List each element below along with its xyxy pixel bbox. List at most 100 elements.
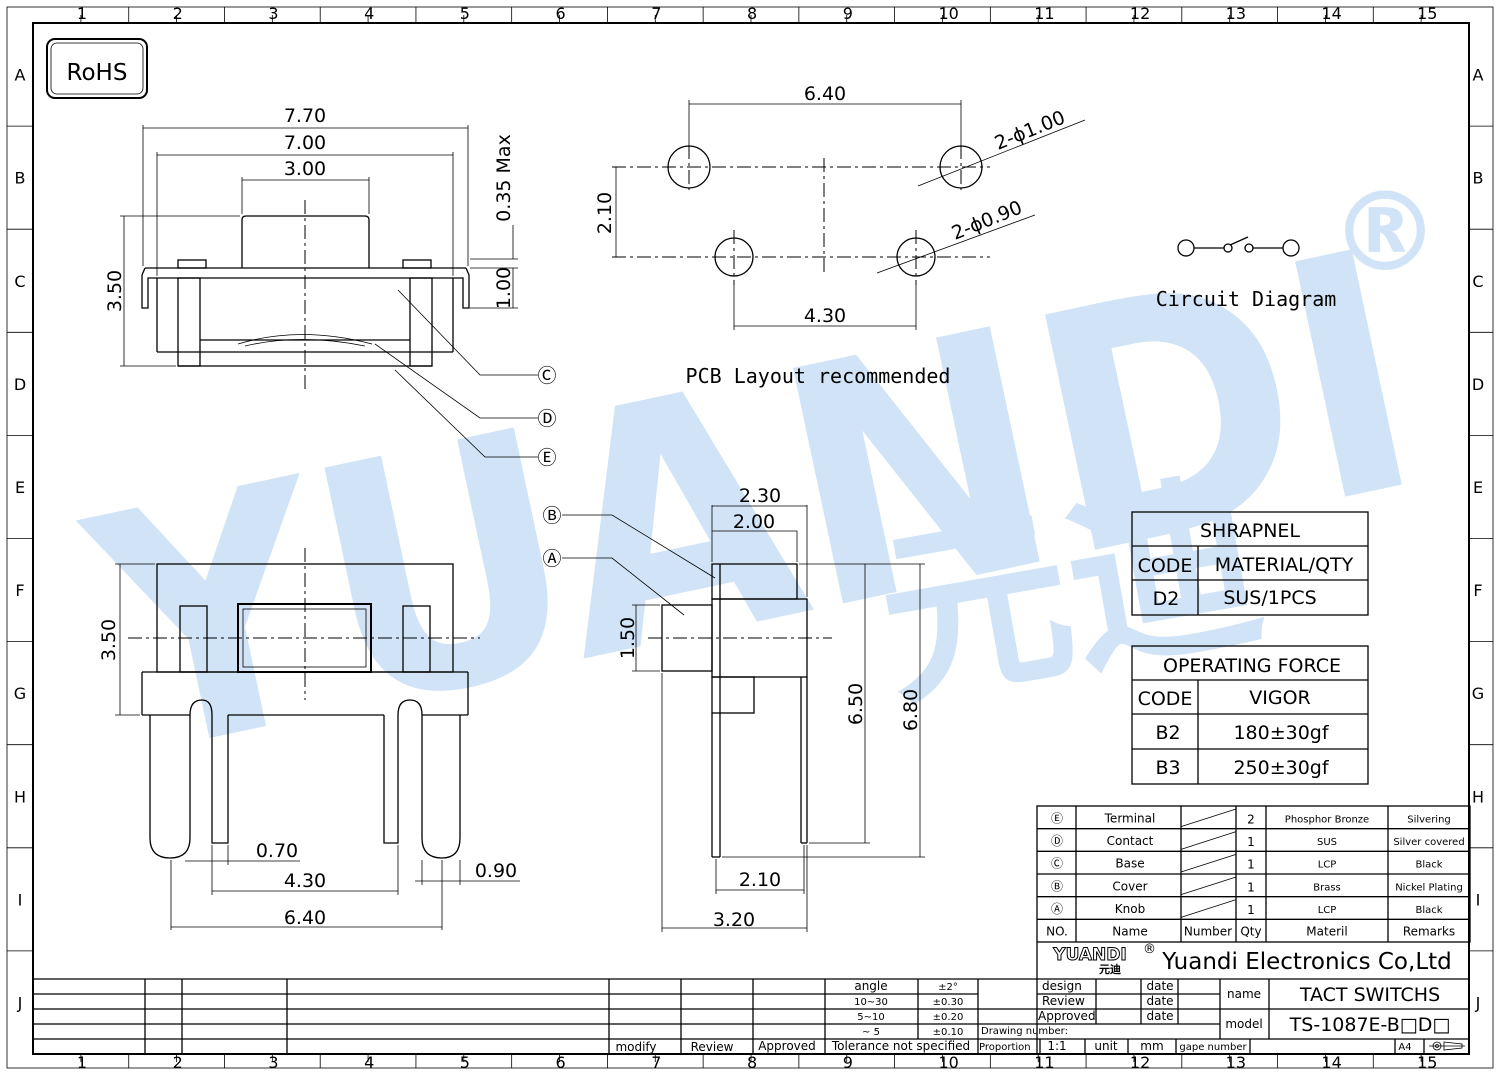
svg-text:VIGOR: VIGOR xyxy=(1249,687,1310,709)
svg-text:Black: Black xyxy=(1415,860,1442,871)
svg-text:modify: modify xyxy=(615,1040,656,1054)
svg-text:Ⓔ: Ⓔ xyxy=(1051,811,1063,825)
grid-col-label: 7 xyxy=(651,1053,661,1072)
grid-col-label: 3 xyxy=(268,4,278,23)
svg-text:Ⓐ: Ⓐ xyxy=(1051,902,1063,916)
side-dim-6-50: 6.50 xyxy=(845,683,867,725)
rohs-label: RoHS xyxy=(67,60,128,86)
bom-name: Base xyxy=(1115,857,1144,871)
svg-text:1:1: 1:1 xyxy=(1047,1039,1066,1053)
grid-col-label: 6 xyxy=(556,1053,566,1072)
callout-c: Ⓒ xyxy=(537,365,556,387)
grid-row-label: B xyxy=(15,169,26,188)
svg-text:Phosphor Bronze: Phosphor Bronze xyxy=(1285,814,1369,825)
svg-text:10~30: 10~30 xyxy=(854,997,888,1008)
svg-text:LCP: LCP xyxy=(1318,905,1337,916)
callout-a: Ⓐ xyxy=(542,548,561,570)
side-dim-2-30: 2.30 xyxy=(739,485,781,507)
watermark-reg: ® xyxy=(1330,168,1440,296)
side-dim-2-00: 2.00 xyxy=(733,511,775,533)
grid-col-label: 4 xyxy=(364,1053,374,1072)
svg-text:®: ® xyxy=(1143,942,1156,957)
svg-text:OPERATING FORCE: OPERATING FORCE xyxy=(1163,655,1341,677)
svg-text:D2: D2 xyxy=(1153,588,1180,610)
front-dim-6-40: 6.40 xyxy=(284,907,326,929)
svg-text:date: date xyxy=(1146,1009,1173,1023)
svg-text:180±30gf: 180±30gf xyxy=(1233,722,1329,744)
part-name: TACT SWITCHS xyxy=(1299,984,1440,1006)
grid-row-label: E xyxy=(1473,478,1483,497)
svg-text:250±30gf: 250±30gf xyxy=(1233,757,1329,779)
svg-text:Black: Black xyxy=(1415,905,1442,916)
dim-3-50: 3.50 xyxy=(104,270,126,312)
svg-text:Silver covered: Silver covered xyxy=(1393,837,1464,848)
grid-row-label: I xyxy=(18,890,23,909)
svg-text:Tolerance not specified: Tolerance not specified xyxy=(831,1039,970,1053)
callout-e: Ⓔ xyxy=(537,447,556,469)
svg-text:MATERIAL/QTY: MATERIAL/QTY xyxy=(1215,554,1354,576)
grid-col-label: 11 xyxy=(1034,1053,1054,1072)
svg-text:B3: B3 xyxy=(1155,757,1180,779)
svg-text:Brass: Brass xyxy=(1313,882,1341,893)
grid-row-label: E xyxy=(15,478,25,497)
grid-col-label: 10 xyxy=(938,4,958,23)
svg-text:date: date xyxy=(1146,994,1173,1008)
grid-row-label: A xyxy=(15,66,26,85)
svg-text:1: 1 xyxy=(1247,880,1255,894)
grid-col-label: 8 xyxy=(747,4,757,23)
svg-text:Drawing number:: Drawing number: xyxy=(981,1026,1068,1037)
title-block: angle ±2° 10~30 ±0.30 5~10 ±0.20 ~ 5 ±0.… xyxy=(33,978,1470,1054)
pcb-dim-4-30: 4.30 xyxy=(804,305,846,327)
side-dim-2-10: 2.10 xyxy=(739,869,781,891)
grid-row-label: F xyxy=(1473,581,1482,600)
svg-text:A4: A4 xyxy=(1398,1042,1411,1053)
grid-row-label: A xyxy=(1473,66,1484,85)
svg-text:Nickel Plating: Nickel Plating xyxy=(1395,882,1463,893)
svg-text:~ 5: ~ 5 xyxy=(862,1027,880,1038)
grid-row-label: G xyxy=(14,684,26,703)
grid-row-label: F xyxy=(15,581,24,600)
grid-col-label: 10 xyxy=(938,1053,958,1072)
svg-text:name: name xyxy=(1227,987,1261,1001)
svg-text:1: 1 xyxy=(1247,835,1255,849)
svg-text:±0.20: ±0.20 xyxy=(933,1012,964,1023)
callout-d: Ⓓ xyxy=(537,408,556,430)
shrapnel-table: SHRAPNEL CODE MATERIAL/QTY D2 SUS/1PCS xyxy=(1131,511,1369,616)
grid-col-label: 15 xyxy=(1417,4,1437,23)
dim-0-35: 0.35 Max xyxy=(493,134,515,222)
dim-3-00: 3.00 xyxy=(284,158,326,180)
pcb-hole-2: 2-ϕ0.90 xyxy=(949,197,1026,245)
grid-col-label: 3 xyxy=(268,1053,278,1072)
svg-text:date: date xyxy=(1146,979,1173,993)
svg-text:±0.10: ±0.10 xyxy=(933,1027,964,1038)
svg-text:model: model xyxy=(1225,1017,1262,1031)
grid-row-label: J xyxy=(17,993,23,1012)
bom-name: Cover xyxy=(1112,879,1147,893)
svg-text:Approved: Approved xyxy=(1038,1009,1096,1023)
svg-text:design: design xyxy=(1042,979,1082,993)
svg-text:±0.30: ±0.30 xyxy=(933,997,964,1008)
dim-1-00: 1.00 xyxy=(493,267,515,309)
grid-col-label: 2 xyxy=(173,4,183,23)
svg-text:Ⓓ: Ⓓ xyxy=(1051,834,1063,848)
svg-text:Qty: Qty xyxy=(1240,925,1261,939)
company-name: Yuandi Electronics Co,Ltd xyxy=(1161,949,1452,975)
part-model: TS-1087E-B□D□ xyxy=(1289,1014,1451,1036)
grid-col-label: 11 xyxy=(1034,4,1054,23)
circuit-diagram: Circuit Diagram xyxy=(1156,236,1336,311)
svg-text:unit: unit xyxy=(1094,1039,1118,1053)
svg-text:CODE: CODE xyxy=(1138,555,1193,577)
grid-col-label: 9 xyxy=(843,4,853,23)
grid-col-label: 4 xyxy=(364,4,374,23)
front-dim-0-70: 0.70 xyxy=(256,840,298,862)
bom-name: Knob xyxy=(1115,902,1145,916)
bom-name: Terminal xyxy=(1104,811,1156,825)
pcb-dim-2-10: 2.10 xyxy=(594,192,616,234)
svg-text:B2: B2 xyxy=(1155,722,1180,744)
top-view: 7.70 7.00 3.00 3.50 0.35 Max 1.00 Ⓒ Ⓓ Ⓔ xyxy=(104,105,557,469)
grid-row-label: D xyxy=(1472,375,1484,394)
grid-row-label: I xyxy=(1476,890,1481,909)
svg-text:CODE: CODE xyxy=(1138,688,1193,710)
svg-text:5~10: 5~10 xyxy=(857,1012,884,1023)
